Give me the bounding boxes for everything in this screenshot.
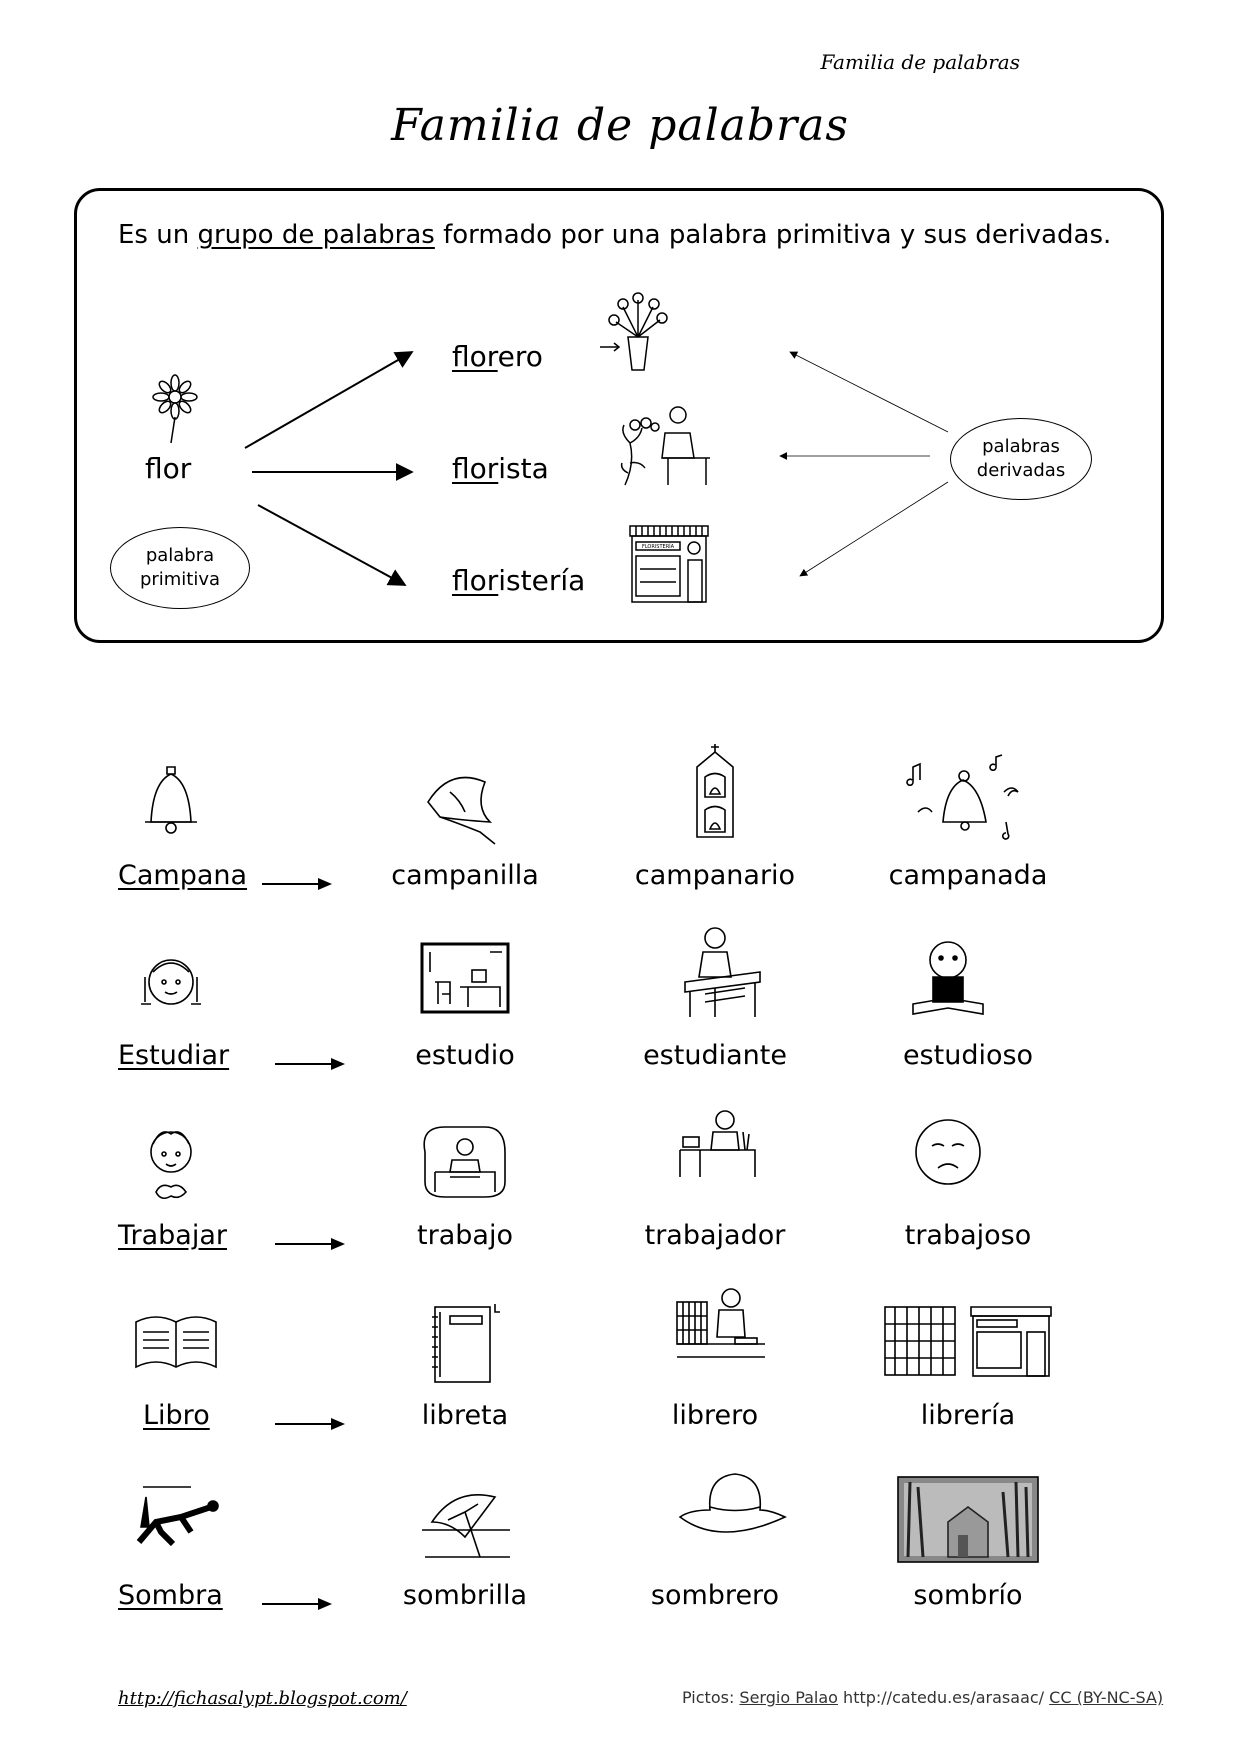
definition-text: Es un grupo de palabras formado por una …	[118, 220, 1111, 250]
bell-tower-icon	[696, 744, 734, 838]
license-link[interactable]: CC (BY-NC-SA)	[1049, 1688, 1164, 1707]
family-arrow	[275, 1058, 345, 1070]
family-primitive-word: Libro	[143, 1400, 210, 1431]
blog-link[interactable]: http://fichasalypt.blogspot.com/	[118, 1688, 407, 1709]
family-derived-word: estudio	[415, 1040, 515, 1071]
hat-icon	[678, 1473, 787, 1533]
definition-box	[74, 188, 1164, 643]
family-arrow	[262, 878, 332, 890]
family-derived-word: trabajoso	[904, 1220, 1032, 1251]
studying-child-icon	[141, 959, 201, 1005]
bell-icon	[145, 766, 197, 834]
family-derived-word: trabajador	[644, 1220, 786, 1251]
derived-word-floristeria: floristería	[452, 564, 586, 597]
office-work-icon	[423, 1126, 506, 1198]
family-derived-word: librero	[671, 1400, 759, 1431]
florist-icon	[620, 406, 710, 486]
daisy-icon	[152, 374, 198, 444]
bookstore-icon	[884, 1306, 1052, 1377]
family-arrow	[275, 1238, 345, 1250]
family-primitive-word: Trabajar	[118, 1220, 228, 1251]
credits: Pictos: Sergio Palao http://catedu.es/ar…	[682, 1688, 1164, 1707]
flower-vase-icon	[600, 292, 668, 371]
family-derived-word: sombrero	[650, 1580, 780, 1611]
example-arrows	[244, 351, 949, 586]
family-derived-word: librería	[920, 1400, 1016, 1431]
svg-text:FLORISTERÍA: FLORISTERÍA	[642, 543, 675, 550]
tired-face-icon	[915, 1119, 981, 1185]
family-primitive-word: Campana	[118, 860, 248, 891]
student-at-desk-icon	[684, 927, 761, 1017]
arrow-from-derived-1	[789, 351, 949, 433]
derived-word-florero: florero	[452, 340, 543, 373]
primitive-word: flor	[145, 452, 192, 485]
worker-at-desk-icon	[679, 1110, 756, 1177]
studious-child-icon	[912, 941, 984, 1015]
family-primitive-word: Sombra	[118, 1580, 223, 1611]
open-book-icon	[135, 1316, 217, 1369]
family-arrow	[262, 1598, 332, 1610]
family-derived-word: campanario	[634, 860, 796, 891]
shadow-icon	[136, 1486, 219, 1547]
author-link[interactable]: Sergio Palao	[739, 1688, 838, 1707]
family-primitive-word: Estudiar	[118, 1040, 230, 1071]
bookseller-icon	[676, 1288, 765, 1358]
page-title: Familia de palabras	[391, 100, 849, 151]
definition-suffix: formado por una palabra primitiva y sus …	[434, 220, 1112, 250]
family-derived-word: sombrilla	[402, 1580, 528, 1611]
arrow-to-florero	[244, 351, 414, 449]
bellflower-icon	[427, 776, 496, 845]
family-derived-word: estudiante	[643, 1040, 787, 1071]
ringing-bell-icon	[906, 754, 1019, 840]
family-derived-word: estudioso	[902, 1040, 1034, 1071]
family-derived-word: sombrío	[913, 1580, 1023, 1611]
flower-shop-icon: FLORISTERÍA	[629, 525, 709, 603]
arrow-from-derived-3	[799, 481, 949, 577]
arrow-to-floristeria	[257, 504, 407, 586]
family-derived-word: campanada	[888, 860, 1048, 891]
notebook-icon	[432, 1304, 500, 1383]
running-title: Familia de palabras	[820, 50, 1020, 74]
gloomy-forest-icon	[897, 1476, 1039, 1563]
derived-word-florista: florista	[452, 452, 549, 485]
family-arrow	[275, 1418, 345, 1430]
study-room-icon	[420, 942, 510, 1014]
definition-prefix: Es un	[118, 220, 198, 250]
beach-umbrella-icon	[422, 1493, 510, 1558]
family-derived-word: trabajo	[417, 1220, 513, 1251]
definition-underlined: grupo de palabras	[197, 220, 435, 250]
family-derived-word: libreta	[421, 1400, 509, 1431]
family-derived-word: campanilla	[391, 860, 539, 891]
working-child-icon	[150, 1131, 192, 1200]
